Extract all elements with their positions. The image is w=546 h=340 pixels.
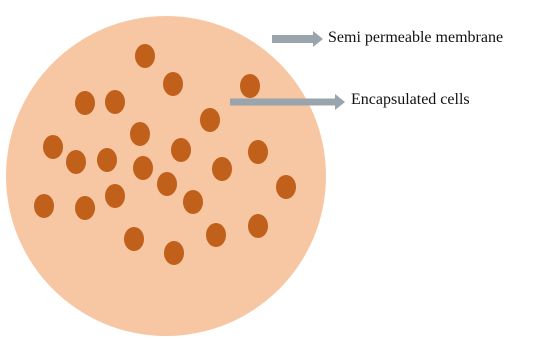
cell	[43, 135, 63, 159]
cell	[206, 223, 226, 247]
cell	[200, 108, 220, 132]
cell	[75, 196, 95, 220]
cell	[133, 156, 153, 180]
cell	[183, 190, 203, 214]
cell	[66, 150, 86, 174]
cell	[212, 157, 232, 181]
cell	[248, 140, 268, 164]
cell	[130, 122, 150, 146]
cell	[135, 44, 155, 68]
cell	[124, 227, 144, 251]
cell	[276, 175, 296, 199]
membrane-label: Semi permeable membrane	[328, 29, 503, 47]
encapsulated-cells-label: Encapsulated cells	[351, 91, 470, 109]
cell	[157, 172, 177, 196]
cell	[248, 214, 268, 238]
cell	[171, 138, 191, 162]
cell	[105, 90, 125, 114]
cell	[105, 184, 125, 208]
cell	[75, 91, 95, 115]
cell	[34, 194, 54, 218]
membrane-arrow-icon	[272, 31, 323, 47]
cell	[163, 72, 183, 96]
cell	[164, 241, 184, 265]
cell	[240, 74, 260, 98]
cell	[97, 148, 117, 172]
